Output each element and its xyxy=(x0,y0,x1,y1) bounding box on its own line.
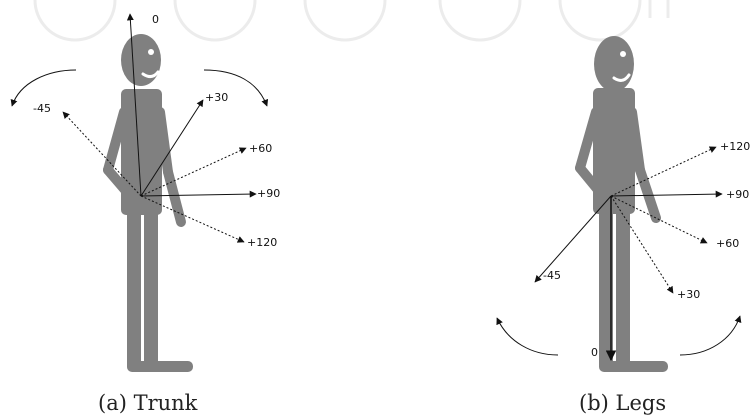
angle-ray-minus-45 xyxy=(534,195,612,283)
angle-ray-plus-90 xyxy=(140,190,257,198)
angle-label-plus-30: +30 xyxy=(677,288,700,301)
figure-foot xyxy=(127,361,193,372)
panel-legs: 0 -45 +30 +60 +90 +120 (b) Legs xyxy=(496,36,750,415)
figure-arm-right-upper xyxy=(627,107,645,175)
angle-label-0: 0 xyxy=(591,346,598,359)
angle-ray-plus-60 xyxy=(610,195,708,244)
angle-ray-minus-45 xyxy=(62,111,142,197)
angle-label-plus-120: +120 xyxy=(720,140,750,153)
angle-label-minus-45: -45 xyxy=(33,102,51,115)
figure-leg-back xyxy=(127,212,141,366)
rotation-arrow-left xyxy=(10,69,77,107)
figure-smile xyxy=(141,70,160,79)
figure-leg-front xyxy=(144,212,158,366)
figure-arm-right-lower xyxy=(163,167,186,227)
angle-ray-0 xyxy=(126,13,142,197)
angle-label-0: 0 xyxy=(152,13,159,26)
standing-figure-trunk xyxy=(103,34,193,372)
figure-eye xyxy=(620,51,626,57)
figure-torso xyxy=(121,89,162,215)
figure-eye xyxy=(148,49,154,55)
angle-ray-plus-120 xyxy=(140,195,245,243)
figure-arm-left-lower xyxy=(575,163,608,201)
angle-label-plus-90: +90 xyxy=(257,187,280,200)
angle-ray-plus-120 xyxy=(610,146,717,197)
angle-label-plus-60: +60 xyxy=(249,142,272,155)
panel-trunk: 0 -45 +30 +60 +90 +120 (a) Trunk xyxy=(10,13,280,415)
angle-label-plus-120: +120 xyxy=(247,236,277,249)
rotation-arrow-right xyxy=(679,315,742,356)
angle-label-minus-45: -45 xyxy=(543,269,561,282)
figure-foot xyxy=(599,361,668,372)
angle-ray-plus-30 xyxy=(610,195,674,294)
figure-head xyxy=(121,34,161,86)
figure-leg-front xyxy=(616,210,630,366)
rotation-arrow-right xyxy=(203,69,269,107)
figure-smile xyxy=(612,73,631,82)
figure-arm-left-upper xyxy=(575,107,601,173)
figure-head xyxy=(594,36,634,92)
angle-label-plus-60: +60 xyxy=(716,237,739,250)
caption-legs: (b) Legs xyxy=(579,391,666,415)
figure-arm-right-upper xyxy=(155,107,173,177)
figure-arm-right-lower xyxy=(635,165,661,223)
angle-ray-plus-90 xyxy=(610,190,723,198)
standing-figure-legs xyxy=(575,36,668,372)
angle-ray-plus-60 xyxy=(140,147,247,197)
figure-torso xyxy=(593,88,635,214)
caption-trunk: (a) Trunk xyxy=(98,391,198,415)
figure-leg-back xyxy=(599,210,613,366)
angle-label-plus-30: +30 xyxy=(205,91,228,104)
rotation-arrow-left xyxy=(496,317,559,356)
figure-arm-left-upper xyxy=(103,107,129,175)
angle-label-plus-90: +90 xyxy=(726,188,749,201)
angle-ray-plus-30 xyxy=(140,99,204,197)
background-watermark xyxy=(33,0,670,42)
figure-arm-left-lower xyxy=(103,165,137,203)
